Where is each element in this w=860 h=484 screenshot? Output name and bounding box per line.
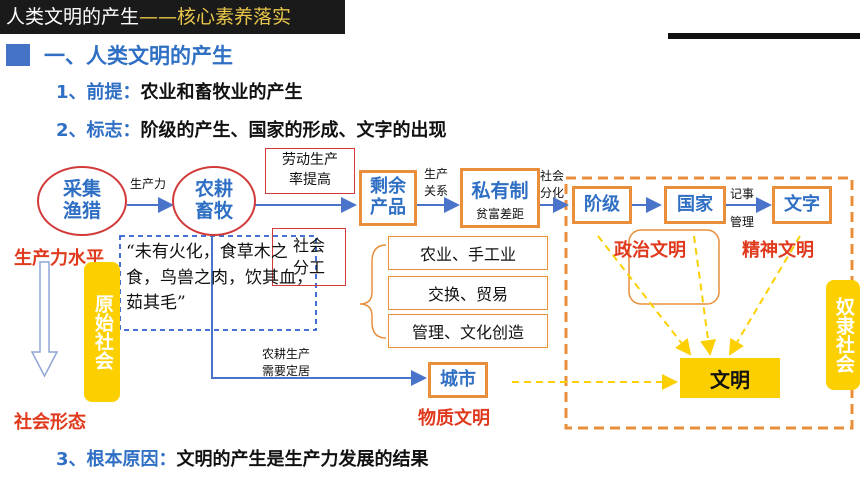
- section-heading: 一、人类文明的产生: [44, 44, 233, 68]
- title-dash: ——: [139, 6, 178, 28]
- node-city: 城市: [428, 362, 488, 398]
- point-text: 阶级的产生、国家的形成、文字的出现: [140, 120, 447, 141]
- label-farming-settlement: 农耕生产 需要定居: [262, 347, 311, 378]
- node-labor-productivity: 劳动生产 率提高: [265, 148, 355, 194]
- node-private-ownership: 私有制 贫富差距: [460, 168, 540, 228]
- bar-slave-society: 奴隶社会: [826, 280, 860, 390]
- civilization-frame: [564, 176, 854, 430]
- arrow-state-to-civ: [693, 235, 717, 356]
- label-productivity-level: 生产力水平: [14, 248, 104, 269]
- quote-text: “未有火化，食草木之食，鸟兽之肉，饮其血，茹其毛”: [126, 242, 313, 313]
- node-social-division-labor: 社会 分工: [272, 228, 346, 286]
- top-rule: [668, 33, 860, 39]
- node-writing: 文字: [772, 186, 832, 224]
- point-symbol: 2、标志：阶级的产生、国家的形成、文字的出现: [56, 116, 447, 142]
- label-social-form: 社会形态: [14, 412, 86, 433]
- label-manage: 管理: [730, 215, 755, 229]
- arrow-class-to-civ: [597, 235, 692, 356]
- page-title: 人类文明的产生——核心素养落实: [0, 0, 345, 34]
- node-farming-herding: 农耕 畜牧: [172, 166, 256, 236]
- quote-frame: [119, 235, 317, 331]
- title-main: 人类文明的产生: [6, 6, 140, 28]
- section-marker: [6, 44, 30, 66]
- arrow-level-to-form: [30, 261, 59, 378]
- label-political-civilization: 政治文明: [614, 240, 686, 261]
- bar-primitive-society: 原始社会: [84, 262, 120, 402]
- label-record: 记事: [730, 187, 755, 201]
- node-civilization: 文明: [680, 358, 780, 398]
- label-material-civilization: 物质文明: [418, 408, 490, 429]
- division-item-trade: 交换、贸易: [388, 276, 548, 310]
- arrow-writing-to-civ: [728, 235, 801, 356]
- title-accent: 核心素养落实: [177, 6, 292, 28]
- political-frame: [628, 229, 720, 305]
- point-label: 2、标志：: [56, 120, 141, 141]
- label-productivity: 生产力: [130, 177, 167, 191]
- division-brace: [359, 244, 387, 339]
- private-ownership-title: 私有制: [471, 180, 529, 202]
- point-root-cause: 3、根本原因：文明的产生是生产力发展的结果: [56, 445, 429, 471]
- node-class: 阶级: [572, 186, 632, 224]
- node-gather-hunt: 采集 渔猎: [37, 166, 127, 236]
- division-item-culture: 管理、文化创造: [388, 314, 548, 348]
- node-surplus-products: 剩余 产品: [359, 170, 417, 226]
- arrow-farm-to-city: [211, 236, 427, 386]
- point-premise: 1、前提：农业和畜牧业的产生: [56, 78, 303, 104]
- label-spiritual-civilization: 精神文明: [742, 240, 814, 261]
- node-state: 国家: [664, 186, 726, 224]
- label-social-division: 社会 分化: [540, 169, 565, 200]
- point-text: 文明的产生是生产力发展的结果: [176, 449, 429, 470]
- label-production-relations: 生产 关系: [424, 167, 449, 198]
- wealth-gap-text: 贫富差距: [475, 207, 524, 221]
- point-label: 1、前提：: [56, 82, 141, 103]
- point-label: 3、根本原因：: [56, 449, 177, 470]
- point-text: 农业和畜牧业的产生: [140, 82, 303, 103]
- division-item-agriculture: 农业、手工业: [388, 236, 548, 270]
